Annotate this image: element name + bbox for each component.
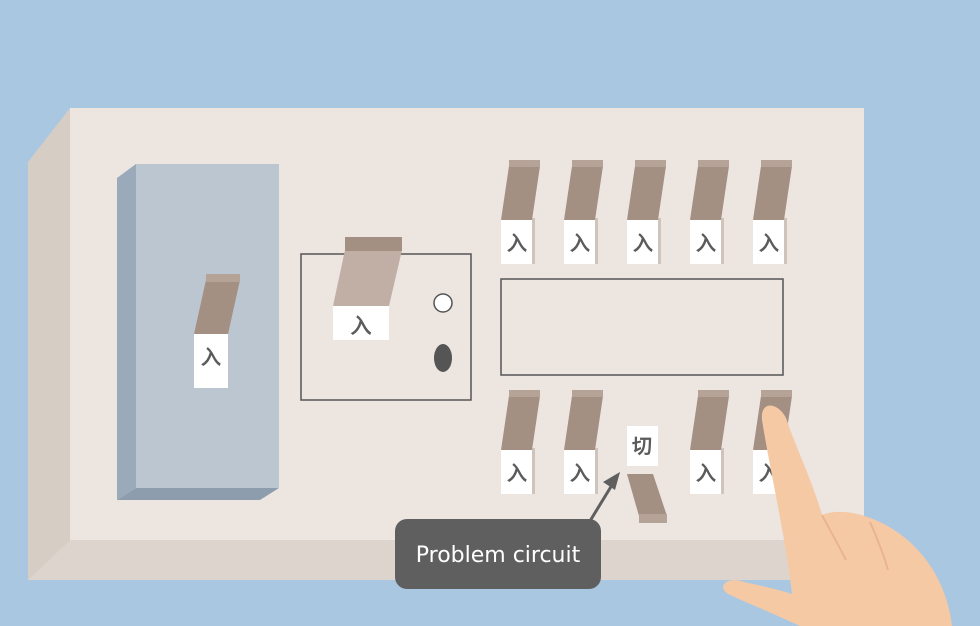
- hand-crease: [821, 514, 847, 561]
- breaker-plate-edge: [784, 218, 787, 264]
- breaker-label: 入: [570, 461, 590, 485]
- breaker-plate-edge: [595, 218, 598, 264]
- breaker-label: 入: [570, 231, 590, 255]
- breaker-lever-top: [635, 160, 666, 167]
- lower-breaker-1[interactable]: 入: [501, 390, 540, 494]
- upper-breaker-1[interactable]: 入: [501, 160, 540, 264]
- main-breaker-side: [117, 164, 136, 500]
- test-button[interactable]: [434, 344, 452, 372]
- leakage-breaker-label-plate: [333, 304, 389, 340]
- upper-breaker-5[interactable]: 入: [753, 160, 792, 264]
- breaker-label-plate: [690, 218, 721, 264]
- hand-crease-2: [869, 521, 889, 571]
- problem-callout: Problem circuit: [395, 472, 620, 589]
- breaker-plate-edge: [532, 448, 535, 494]
- leakage-breaker: 入: [300, 237, 472, 401]
- lower-breaker-2[interactable]: 入: [564, 390, 603, 494]
- breaker-plate-edge: [721, 448, 724, 494]
- breaker-lever-top: [698, 390, 729, 397]
- breaker-lever-bottom: [639, 514, 667, 523]
- pointing-hand: [723, 405, 952, 626]
- breaker-label-plate: [564, 448, 595, 494]
- upper-breaker-2[interactable]: 入: [564, 160, 603, 264]
- breaker-label-plate: [564, 218, 595, 264]
- breaker-label-plate: [501, 448, 532, 494]
- main-breaker-bottom: [117, 488, 279, 500]
- leakage-breaker-lever[interactable]: [333, 250, 402, 306]
- breaker-plate-edge: [595, 448, 598, 494]
- lower-breaker-4[interactable]: 入: [690, 390, 729, 494]
- panel-left-side: [28, 108, 70, 580]
- breaker-plate-edge: [721, 218, 724, 264]
- leakage-breaker-label: 入: [351, 314, 372, 338]
- main-breaker-switch[interactable]: 入: [194, 274, 240, 388]
- breaker-label: 入: [759, 231, 779, 255]
- main-breaker-label-plate: [194, 334, 228, 388]
- breaker-lever[interactable]: [690, 396, 729, 450]
- circuit-nameplate: [500, 278, 784, 376]
- breaker-lever[interactable]: [501, 396, 540, 450]
- main-breaker-lever[interactable]: [194, 280, 240, 334]
- breaker-lever-top: [698, 160, 729, 167]
- breaker-label-plate: [690, 448, 721, 494]
- leakage-breaker-lever-top: [345, 237, 402, 251]
- breaker-label: 入: [507, 231, 527, 255]
- breaker-plate-edge: [658, 218, 661, 264]
- breaker-lever-top: [509, 160, 540, 167]
- breaker-lever-top: [572, 160, 603, 167]
- breaker-label: 切: [632, 434, 652, 458]
- breaker-lever[interactable]: [627, 166, 666, 220]
- upper-breaker-3[interactable]: 入: [627, 160, 666, 264]
- breaker-label: 入: [633, 231, 653, 255]
- breaker-plate-edge: [532, 218, 535, 264]
- breaker-label-plate: [753, 218, 784, 264]
- breaker-label-plate: [627, 426, 658, 466]
- breaker-label: 入: [507, 461, 527, 485]
- breaker-label-plate: [501, 218, 532, 264]
- breaker-lever-top: [761, 160, 792, 167]
- breaker-lever[interactable]: [690, 166, 729, 220]
- breaker-label: 入: [696, 231, 716, 255]
- callout-text: Problem circuit: [416, 543, 581, 568]
- upper-breaker-4[interactable]: 入: [690, 160, 729, 264]
- breaker-label: 入: [696, 461, 716, 485]
- breaker-lever-top: [509, 390, 540, 397]
- callout-box: [395, 519, 601, 589]
- breaker-lever[interactable]: [753, 166, 792, 220]
- breaker-lever[interactable]: [564, 166, 603, 220]
- breaker-lever-top: [572, 390, 603, 397]
- breaker-lever[interactable]: [501, 166, 540, 220]
- breaker-lever-tripped[interactable]: [627, 474, 667, 516]
- lower-branch-row: 入入切入入: [501, 390, 792, 523]
- callout-arrow-line: [588, 484, 614, 522]
- lower-breaker-3[interactable]: 切: [627, 426, 667, 523]
- main-breaker-lever-top: [206, 274, 240, 282]
- upper-branch-row: 入入入入入: [501, 160, 792, 264]
- breaker-label-plate: [627, 218, 658, 264]
- breaker-lever-top: [761, 390, 792, 397]
- main-breaker-label: 入: [201, 345, 221, 369]
- callout-arrow-head: [603, 472, 620, 490]
- hand-icon: [723, 405, 952, 626]
- breaker-lever[interactable]: [564, 396, 603, 450]
- test-indicator-icon: [433, 293, 453, 313]
- main-breaker: 入: [117, 164, 279, 500]
- leakage-breaker-switch[interactable]: 入: [333, 237, 402, 340]
